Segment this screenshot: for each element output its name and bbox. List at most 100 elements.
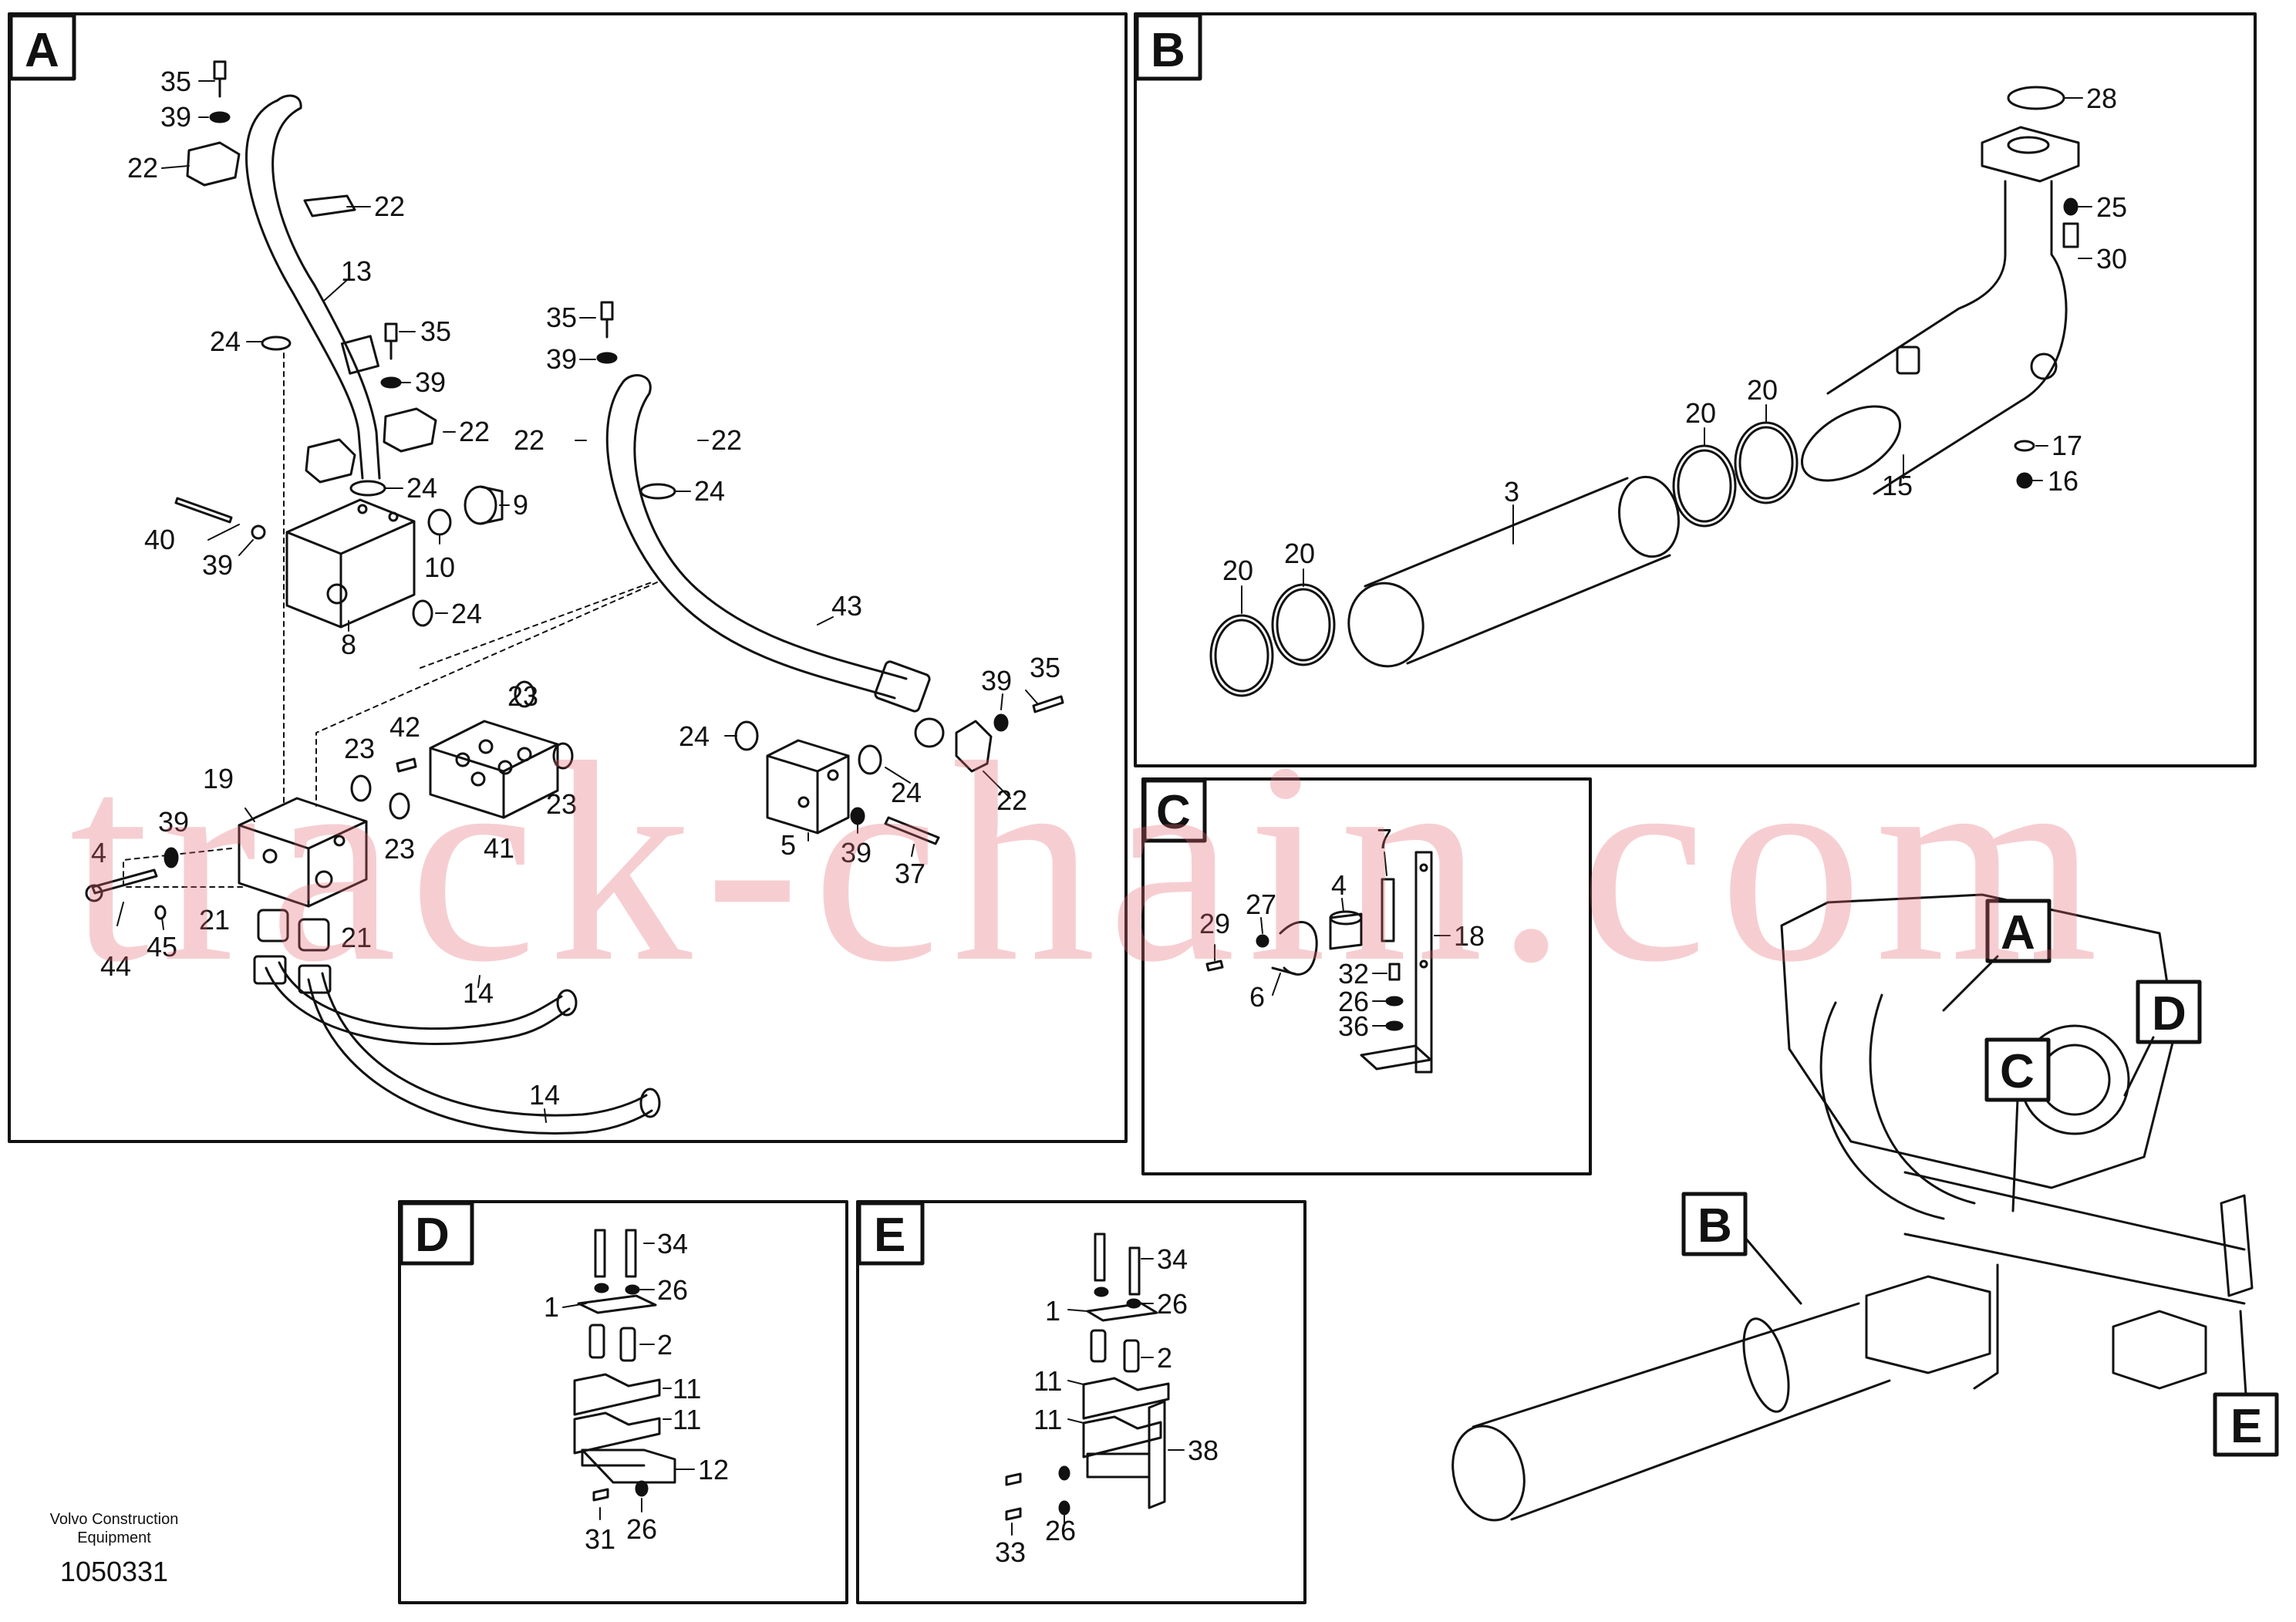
- callout-4: 4: [1331, 869, 1347, 901]
- callout-21: 21: [341, 922, 372, 953]
- hose-14: [253, 955, 661, 1135]
- callout-39: 39: [158, 806, 189, 838]
- tube-3: [1347, 475, 1680, 668]
- callout-2: 2: [657, 1329, 673, 1361]
- callout-22: 22: [127, 152, 158, 184]
- overview-label-d: D: [2152, 987, 2186, 1040]
- callout-24: 24: [451, 598, 482, 629]
- callout-22: 22: [711, 424, 742, 456]
- panel-c-label-box: [1142, 778, 1207, 843]
- callouts-a: 35 39 22 22 13 24 35 39 22 24 9 40 39 10…: [91, 66, 1060, 1111]
- callout-22: 22: [996, 784, 1027, 816]
- panel-e-label: E: [874, 1209, 905, 1262]
- panel-c-label: C: [1156, 786, 1191, 839]
- callout-10: 10: [424, 551, 455, 583]
- panel-a-frame: [8, 12, 1128, 1143]
- callout-11: 11: [1033, 1404, 1062, 1435]
- callouts-e: 34 1 26 11 2 11 38 33 26: [995, 1243, 1219, 1568]
- leader-lines-d: [562, 1243, 695, 1520]
- callout-14: 14: [463, 977, 494, 1009]
- dashed-connections: [123, 352, 658, 888]
- callout-13: 13: [341, 255, 372, 287]
- o-ring-28: [2007, 86, 2065, 110]
- flange-clamp-22-lower: [955, 720, 993, 773]
- overview-label-b: B: [1698, 1199, 1732, 1253]
- callout-32: 32: [1338, 958, 1369, 990]
- callout-15: 15: [1882, 470, 1913, 501]
- callout-24: 24: [679, 720, 710, 752]
- callouts-c: 7 4 27 18 29 32 6 26 36: [1199, 823, 1485, 1042]
- callout-22: 22: [514, 424, 544, 456]
- callout-9: 9: [513, 489, 528, 521]
- callout-24: 24: [406, 472, 437, 504]
- callout-20: 20: [1747, 374, 1778, 406]
- callout-33: 33: [995, 1536, 1026, 1568]
- callout-23: 23: [546, 788, 577, 820]
- callout-38: 38: [1188, 1435, 1219, 1466]
- o-ring-23: [350, 680, 574, 820]
- machine-overview: [1451, 893, 2254, 1522]
- panel-e-frame: [856, 1200, 1306, 1604]
- bolt-35-right: [993, 695, 1064, 732]
- company-name-line1: Volvo Construction: [49, 1511, 179, 1528]
- panel-b-frame: [1134, 12, 2257, 767]
- callout-7: 7: [1377, 823, 1392, 855]
- fitting-21: [257, 909, 330, 952]
- callout-29: 29: [1199, 908, 1230, 939]
- overview-label-boxes: [1681, 899, 2279, 1457]
- manifold-41: [429, 720, 559, 819]
- panel-e-label-box: [857, 1201, 925, 1266]
- callout-35: 35: [420, 315, 451, 347]
- footer: Volvo Construction Equipment 1050331: [29, 1510, 199, 1589]
- callout-27: 27: [1246, 889, 1276, 920]
- callout-30: 30: [2096, 243, 2127, 275]
- callout-35: 35: [1030, 652, 1060, 683]
- callout-34: 34: [1157, 1243, 1188, 1275]
- callout-6: 6: [1249, 981, 1265, 1013]
- panel-a-label-box: [8, 13, 76, 81]
- valve-block-5: [766, 739, 850, 835]
- assembly-e: [1005, 1233, 1170, 1521]
- panel-a-label: A: [25, 24, 59, 77]
- callout-39: 39: [981, 665, 1012, 696]
- flange-clamp-22: [186, 141, 437, 484]
- callout-5: 5: [781, 829, 796, 861]
- pipe-13: [245, 94, 381, 480]
- callout-26: 26: [657, 1274, 688, 1306]
- callout-39: 39: [841, 837, 872, 868]
- washer-25-bolt-30: [2062, 197, 2079, 248]
- callout-19: 19: [203, 763, 234, 794]
- callout-37: 37: [895, 858, 925, 889]
- leader-lines-b: [1241, 97, 2092, 614]
- panel-b-label-box: [1135, 13, 1202, 81]
- callout-31: 31: [585, 1523, 615, 1555]
- bolt-35: [209, 60, 618, 389]
- overview-label-a: A: [2001, 906, 2035, 959]
- callout-17: 17: [2052, 430, 2082, 461]
- o-ring-24: [261, 336, 882, 775]
- callout-35: 35: [546, 302, 577, 333]
- callout-24: 24: [891, 777, 922, 808]
- callout-1: 1: [544, 1291, 559, 1323]
- bracket-18: [1360, 851, 1433, 1074]
- leader-lines-e: [1011, 1258, 1185, 1536]
- overview-pointers: [1744, 955, 2247, 1396]
- callout-20: 20: [1685, 397, 1716, 429]
- hose-clamp-20: [1209, 421, 1799, 697]
- callout-41: 41: [484, 832, 514, 864]
- callout-2: 2: [1157, 1342, 1172, 1374]
- callout-22: 22: [459, 416, 490, 447]
- callout-3: 3: [1504, 476, 1519, 508]
- callout-39: 39: [415, 366, 446, 398]
- callout-44: 44: [100, 950, 131, 982]
- overview-label-e: E: [2230, 1400, 2262, 1453]
- callout-16: 16: [2048, 465, 2079, 497]
- callout-25: 25: [2096, 191, 2127, 223]
- callout-1: 1: [1045, 1295, 1060, 1327]
- plug-9: [464, 485, 504, 525]
- company-name-line2: Equipment: [77, 1529, 151, 1546]
- callout-39: 39: [546, 343, 577, 375]
- clamp-6: [1271, 921, 1318, 976]
- callout-26: 26: [626, 1513, 657, 1545]
- panel-c-frame: [1141, 777, 1592, 1175]
